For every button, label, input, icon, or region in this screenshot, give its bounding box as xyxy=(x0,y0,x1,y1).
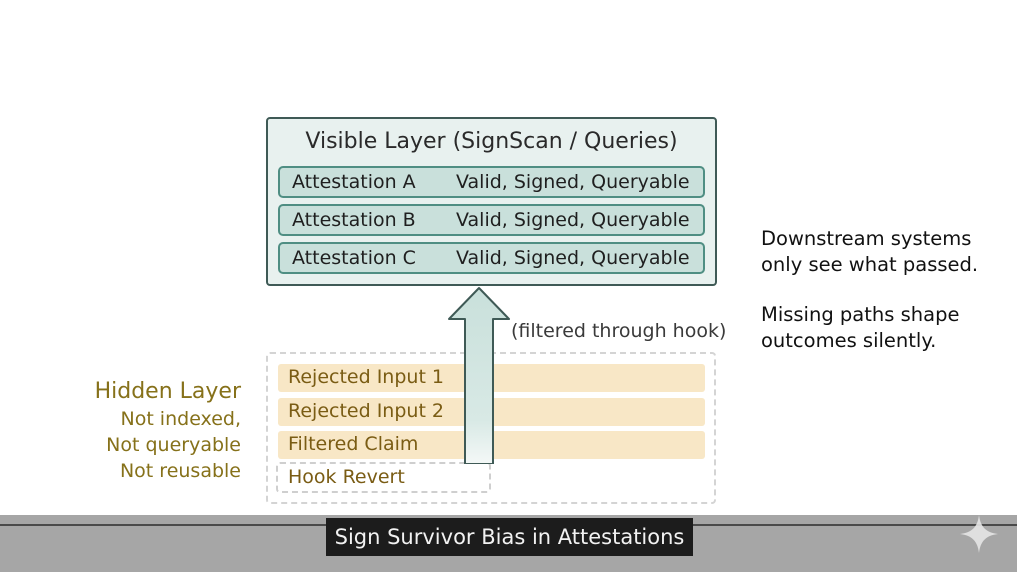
side-note-line: Missing paths shape xyxy=(761,303,960,326)
attestation-name: Attestation B xyxy=(292,209,416,231)
filtered-claim-label: Filtered Claim xyxy=(288,433,419,455)
video-subtitle: Sign Survivor Bias in Attestations xyxy=(326,518,693,556)
rejected-input-1-label: Rejected Input 1 xyxy=(288,366,445,388)
hidden-layer-title: Hidden Layer xyxy=(94,379,241,404)
side-note-downstream: Downstream systems only see what passed. xyxy=(761,226,978,278)
hidden-layer-note: Not reusable xyxy=(119,460,241,482)
attestation-name: Attestation A xyxy=(292,171,416,193)
attestation-name: Attestation C xyxy=(292,247,416,269)
hook-revert-box xyxy=(276,462,491,493)
attestation-status: Valid, Signed, Queryable xyxy=(456,171,690,193)
arrow-label: (filtered through hook) xyxy=(511,320,727,342)
attestation-status: Valid, Signed, Queryable xyxy=(456,209,690,231)
side-note-line: only see what passed. xyxy=(761,253,979,276)
attestation-status: Valid, Signed, Queryable xyxy=(456,247,690,269)
sparkle-icon xyxy=(960,515,998,553)
attestation-row-b: Attestation B Valid, Signed, Queryable xyxy=(278,204,705,236)
rejected-input-2-label: Rejected Input 2 xyxy=(288,400,445,422)
side-note-missing-paths: Missing paths shape outcomes silently. xyxy=(761,302,959,354)
hidden-layer-note: Not indexed, xyxy=(120,408,241,430)
attestation-row-c: Attestation C Valid, Signed, Queryable xyxy=(278,242,705,274)
hidden-layer-note: Not queryable xyxy=(106,434,241,456)
side-note-line: outcomes silently. xyxy=(761,329,937,352)
hidden-layer-caption: Hidden Layer Not indexed, Not queryable … xyxy=(95,378,241,484)
filter-arrow-icon xyxy=(448,287,510,464)
visible-layer-box: Visible Layer (SignScan / Queries) Attes… xyxy=(266,117,717,286)
hook-revert-label: Hook Revert xyxy=(288,466,405,488)
side-note-line: Downstream systems xyxy=(761,227,972,250)
visible-layer-title: Visible Layer (SignScan / Queries) xyxy=(305,129,678,154)
attestation-row-a: Attestation A Valid, Signed, Queryable xyxy=(278,166,705,198)
